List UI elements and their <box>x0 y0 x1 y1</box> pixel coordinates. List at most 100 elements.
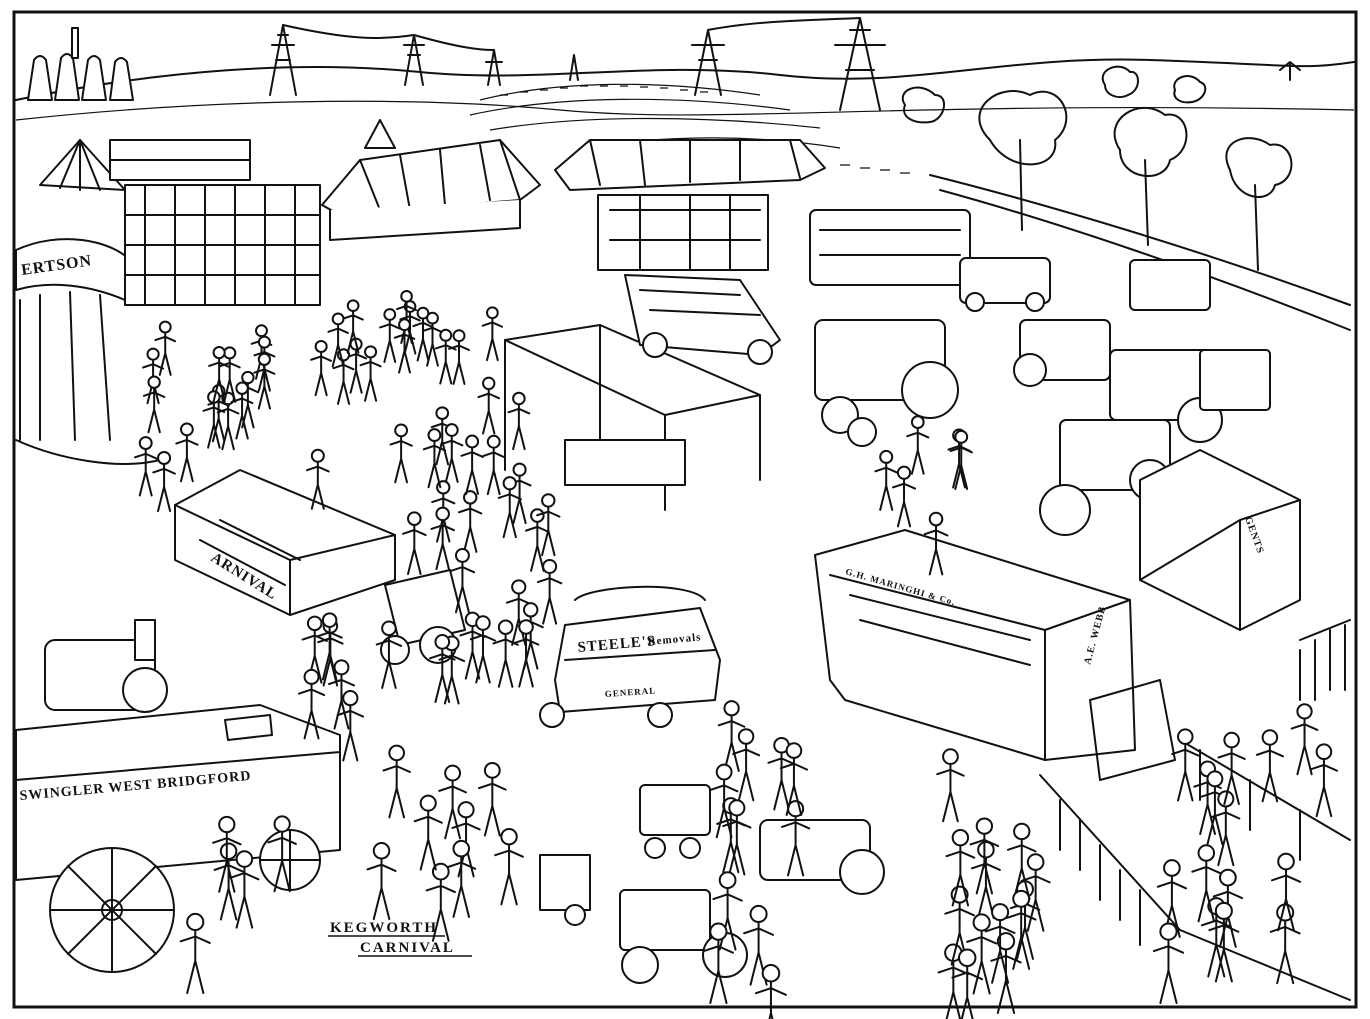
crowd-figure <box>717 700 746 772</box>
crowd-figure <box>779 742 809 816</box>
crowd-figure <box>401 511 427 576</box>
crowd-figure <box>212 815 242 893</box>
crowd-figure <box>477 376 500 435</box>
crowd-figure <box>477 761 507 837</box>
crowd-figure <box>732 728 761 802</box>
crowd-figure <box>990 932 1022 1015</box>
crowd-figure <box>425 862 456 942</box>
crowd-figure <box>431 480 456 543</box>
central-stall <box>504 324 761 511</box>
car-park <box>469 83 910 174</box>
power-station <box>27 27 134 101</box>
crowd-figure <box>936 748 965 823</box>
crowd-figure <box>230 381 254 440</box>
showmans-caravan <box>597 194 971 286</box>
traction-engines <box>814 257 1271 536</box>
side-stalls <box>109 139 321 306</box>
crowd-figure <box>440 423 464 483</box>
crowd-figure <box>1020 853 1051 932</box>
crowd-figure <box>316 612 343 681</box>
crowd-figure <box>421 311 444 367</box>
caption-line-2: CARNIVAL <box>360 940 455 956</box>
crowd-figure <box>229 850 260 929</box>
crowd-figure <box>218 346 241 403</box>
crowd-figure <box>512 619 540 688</box>
crowd-figure <box>412 306 434 362</box>
crowd-figure <box>1212 868 1244 948</box>
crowd-figure <box>306 448 330 510</box>
crowd-figure <box>469 615 497 684</box>
crowd-figure <box>1309 743 1339 818</box>
crowd-figure <box>267 815 297 893</box>
crowd-figure <box>202 390 226 449</box>
crowd-figure <box>923 511 949 576</box>
caption-line-1: KEGWORTH <box>330 920 438 936</box>
crowd-figure <box>507 391 531 451</box>
crowd-figure <box>712 871 743 951</box>
double-decker-bus <box>539 585 721 728</box>
crowd-figure <box>1152 922 1185 1004</box>
crowd-figure <box>396 290 418 345</box>
crowd-figure <box>536 493 561 557</box>
crowd-figure <box>945 828 976 907</box>
crowd-figure <box>1006 822 1037 900</box>
crowd-figure <box>448 329 470 385</box>
crowd-figure <box>379 308 401 363</box>
pylons <box>269 17 1301 111</box>
distant-field-line <box>15 100 1355 121</box>
crowd-figure <box>327 659 355 730</box>
crowd-figure <box>458 490 483 553</box>
crowd-figure <box>449 547 476 614</box>
crowd-figure <box>366 841 397 921</box>
charabanc <box>624 274 781 365</box>
crowd-figure <box>1217 731 1246 806</box>
crowd-figure <box>253 352 276 410</box>
crowd-figure <box>142 347 165 405</box>
crowd-figure <box>481 306 504 362</box>
crowd-figure <box>507 462 532 525</box>
crowd <box>133 290 1339 1019</box>
crowd-figure <box>906 415 930 475</box>
crowd-figure <box>382 744 411 819</box>
crowd-figure <box>208 346 231 403</box>
crowd-figure <box>1191 844 1222 923</box>
crowd-figure <box>375 620 403 689</box>
crowd-figure <box>342 299 364 354</box>
maringhi-lorry <box>814 529 1176 781</box>
crowd-figure <box>874 449 899 511</box>
crowd-figure <box>1270 852 1302 932</box>
gents-enclosure <box>1139 449 1301 631</box>
crowd-figure <box>430 506 455 571</box>
crowd-figure <box>892 465 916 528</box>
crowd-figure <box>451 801 481 878</box>
crowd-figure <box>709 763 739 839</box>
crowd-figure <box>1156 859 1187 938</box>
crowd-figure <box>702 922 734 1005</box>
sign-removals: Removals <box>647 631 702 648</box>
crowd-figure <box>413 794 443 871</box>
crowd-figure <box>951 948 984 1019</box>
crowd-figure <box>1208 901 1240 983</box>
crowd-figure <box>336 690 365 762</box>
carnival-grandstand <box>174 469 396 616</box>
crowd-figure <box>1290 703 1319 776</box>
crowd-figure <box>1005 889 1037 970</box>
crowd-figure <box>722 799 752 876</box>
crowd-figure <box>460 434 484 495</box>
trees <box>901 65 1351 331</box>
crowd-figure <box>984 903 1016 984</box>
crowd-figure <box>359 345 382 402</box>
crowd-figure <box>505 579 532 646</box>
crowd-figure <box>446 839 477 918</box>
crowd-figure <box>1171 728 1200 802</box>
crowd-figure <box>152 450 176 512</box>
crowd-figure <box>310 339 333 397</box>
crowd-figure <box>142 375 166 434</box>
crowd-figure <box>301 615 328 684</box>
crowd-figure <box>482 434 506 496</box>
crowd-figure <box>743 904 775 986</box>
crowd-figure <box>494 828 524 906</box>
crowd-figure <box>1200 770 1230 846</box>
crowd-figure <box>536 558 563 625</box>
crowd-figure <box>428 634 456 704</box>
